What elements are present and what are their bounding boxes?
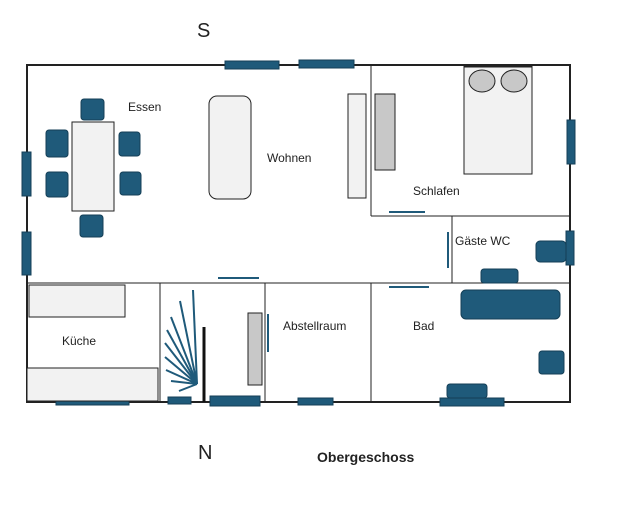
windows: [21, 59, 576, 407]
dining-chair: [45, 171, 69, 198]
kitchen-counter: [28, 284, 126, 318]
window: [566, 119, 576, 165]
window: [209, 395, 261, 407]
window: [167, 396, 192, 405]
compass-south: S: [197, 20, 211, 42]
room-label-schlafen: Schlafen: [413, 184, 460, 198]
room-label-kueche: Küche: [62, 334, 96, 348]
room-label-bad: Bad: [413, 319, 434, 333]
window: [21, 231, 32, 276]
doors: [218, 211, 449, 352]
bathtub: [460, 289, 561, 320]
kitchen-counter: [26, 367, 159, 402]
dining-chair: [45, 129, 69, 158]
pillow: [468, 69, 496, 93]
room-label-essen: Essen: [128, 100, 161, 114]
bath-sink: [446, 383, 488, 399]
dining-chair: [118, 131, 141, 157]
room-label-abstellraum: Abstellraum: [283, 319, 346, 333]
pillow: [500, 69, 528, 93]
wc-sink: [480, 268, 519, 284]
window: [297, 397, 334, 406]
dining-table: [71, 121, 115, 212]
storage-shelf: [247, 312, 263, 386]
window: [21, 151, 32, 197]
bath-toilet: [538, 350, 565, 375]
window: [224, 60, 280, 70]
dining-chair: [119, 171, 142, 196]
compass-north: N: [198, 442, 213, 464]
tv-cabinet: [347, 93, 367, 199]
window: [439, 397, 505, 407]
wardrobe: [374, 93, 396, 171]
floor-title: Obergeschoss: [317, 449, 415, 465]
room-label-gaeste-wc: Gäste WC: [455, 234, 511, 248]
window: [298, 59, 355, 69]
dining-set: [45, 98, 142, 238]
window: [565, 230, 575, 266]
wc-toilet: [535, 240, 567, 263]
room-label-wohnen: Wohnen: [267, 151, 311, 165]
dining-chair: [79, 214, 104, 238]
sofa: [208, 95, 252, 200]
staircase: [164, 289, 198, 392]
dining-chair: [80, 98, 105, 121]
